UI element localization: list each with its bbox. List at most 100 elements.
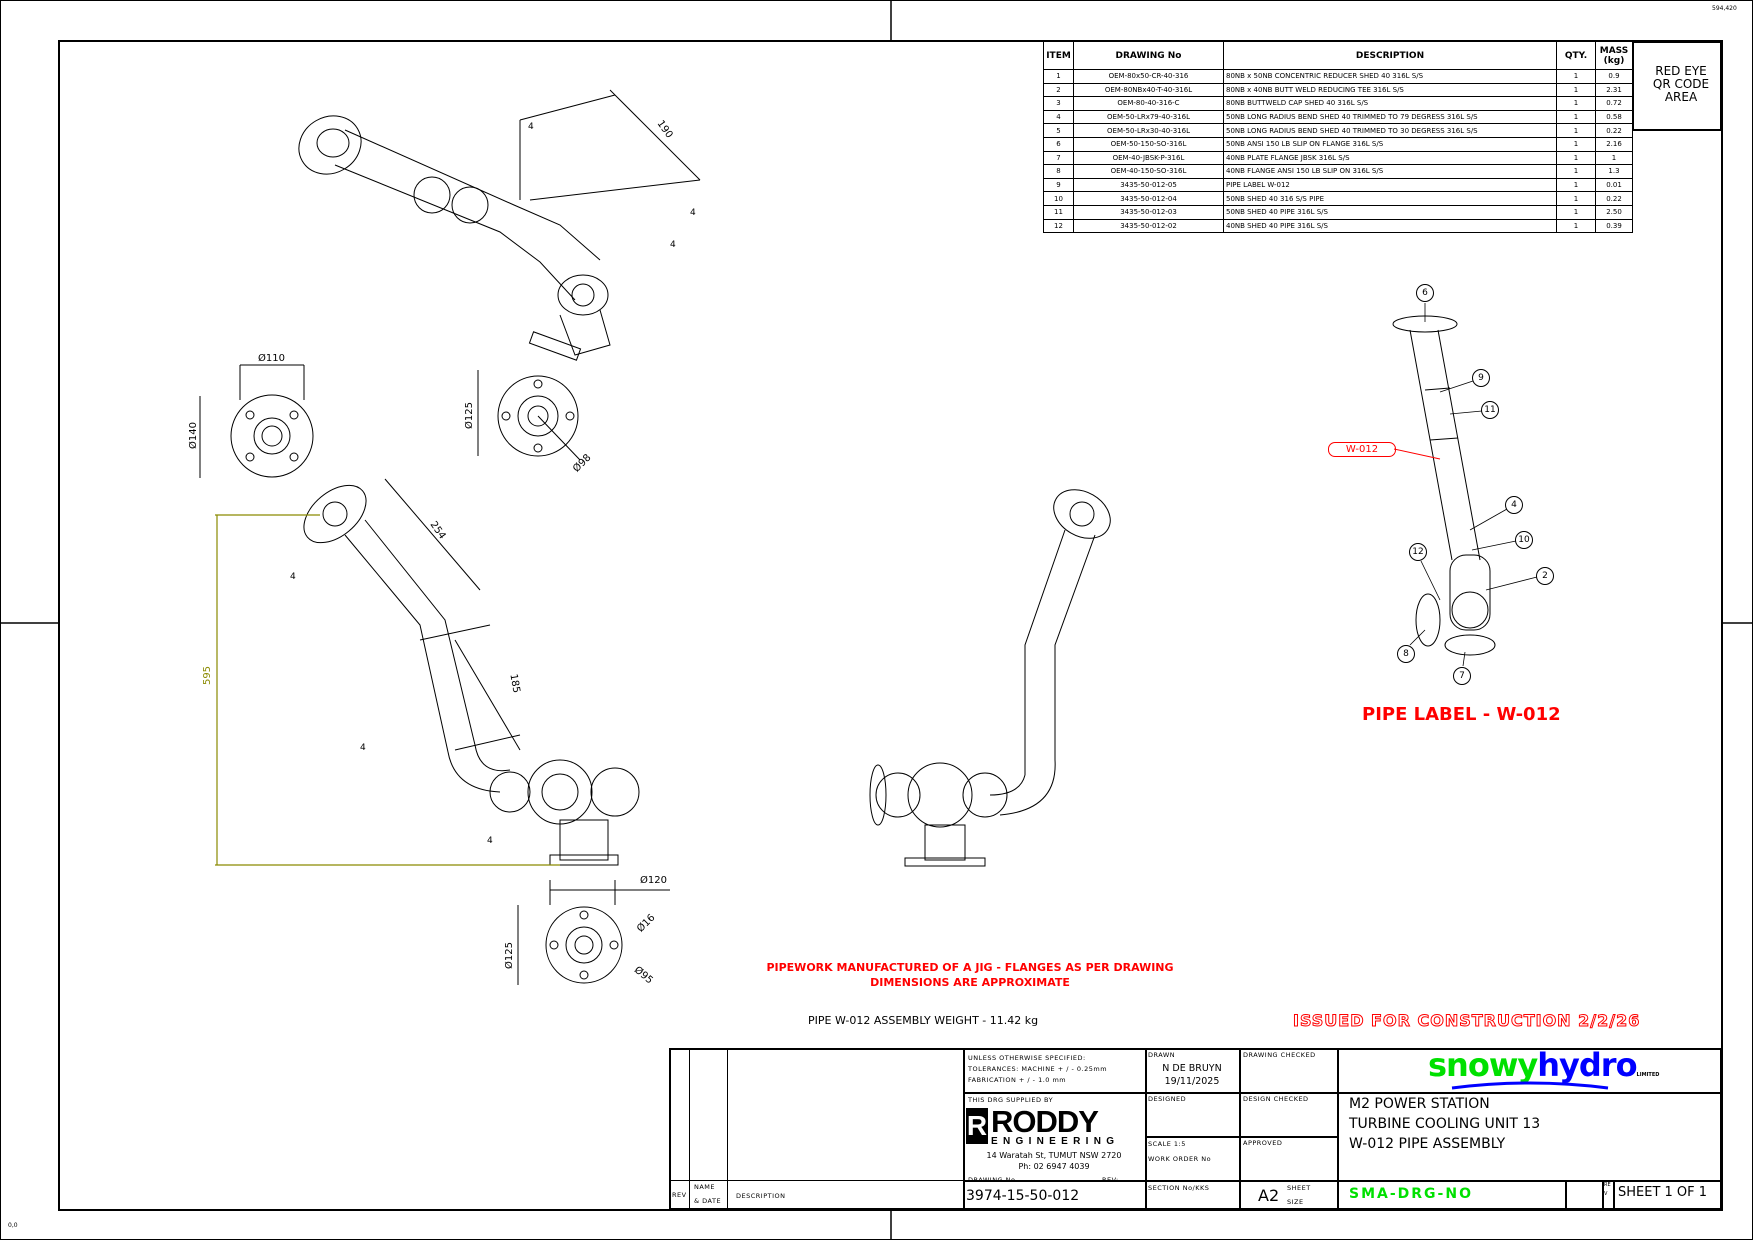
project-line: TURBINE COOLING UNIT 13 [1349,1116,1541,1132]
bom-mass: 1 [1595,150,1633,166]
logo-snowy: snowy [1428,1046,1538,1084]
bom-description: 40NB FLANGE ANSI 150 LB SLIP ON 316L S/S [1223,164,1557,179]
bom-header-qty: QTY. [1556,41,1596,70]
size-label: SIZE [1287,1198,1304,1206]
project-title: M2 POWER STATION TURBINE COOLING UNIT 13… [1349,1094,1540,1154]
drawing-no-label: DRAWING No. [968,1176,1018,1184]
bom-header-drawing: DRAWING No [1073,41,1224,70]
bom-item: 4 [1043,109,1074,125]
company-phone: Ph: 02 6947 4039 [1018,1162,1090,1171]
drawn-date: 19/11/2025 [1164,1076,1220,1087]
bom-item: 5 [1043,123,1074,138]
design-checked-label: DESIGN CHECKED [1243,1095,1309,1103]
jig-note-line-1: PIPEWORK MANUFACTURED OF A JIG - FLANGES… [766,961,1174,974]
roddy-engineering-logo: R RODDY ENGINEERING [966,1104,1120,1147]
drawing-checked-label: DRAWING CHECKED [1243,1051,1316,1059]
name-date-label-1: NAME [694,1183,716,1191]
bom-qty: 1 [1556,123,1596,138]
project-line: M2 POWER STATION [1349,1096,1490,1112]
bill-of-materials: ITEM DRAWING No DESCRIPTION QTY. MASS (k… [1043,41,1633,234]
work-order-label: WORK ORDER No [1148,1155,1212,1163]
bom-drawing-no: OEM-80x50-CR-40-316 [1073,69,1224,84]
bom-description: 50NB SHED 40 316 S/S PIPE [1223,191,1557,206]
bom-qty: 1 [1556,164,1596,179]
bom-qty: 1 [1556,82,1596,98]
bom-qty: 1 [1556,218,1596,234]
bom-item: 12 [1043,218,1074,234]
weld-symbol: 4 [290,572,296,582]
bom-drawing-no: OEM-50-150-SO-316L [1073,136,1224,152]
bom-description: 50NB SHED 40 PIPE 316L S/S [1223,204,1557,220]
jig-note-line-2: DIMENSIONS ARE APPROXIMATE [870,976,1070,989]
bom-drawing-no: 3435-50-012-04 [1073,191,1224,206]
weld-symbol: 4 [528,122,534,132]
bom-drawing-no: OEM-50-LRx79-40-316L [1073,109,1224,125]
bom-mass: 0.58 [1595,109,1633,125]
dim-dia-125-top: Ø125 [463,402,475,429]
bom-description: 50NB ANSI 150 LB SLIP ON FLANGE 316L S/S [1223,136,1557,152]
sheet-label: SHEET [1287,1184,1311,1192]
weld-symbol: 4 [487,836,493,846]
designed-label: DESIGNED [1148,1095,1187,1103]
tolerance-line: UNLESS OTHERWISE SPECIFIED: [968,1054,1086,1062]
bom-drawing-no: OEM-40-JBSK-P-316L [1073,150,1224,166]
dim-dia-140: Ø140 [187,422,199,449]
bom-description: 40NB SHED 40 PIPE 316L S/S [1223,218,1557,234]
bom-item: 6 [1043,136,1074,152]
bom-item: 7 [1043,150,1074,166]
logo-limited: LIMITED [1636,1072,1660,1078]
sheet-corner-coord: 594,420 [1712,5,1737,12]
dimension-595-lines [215,514,560,866]
tolerance-line: FABRICATION + / - 1.0 mm [968,1076,1067,1084]
bom-mass: 2.31 [1595,82,1633,98]
tolerances-note: UNLESS OTHERWISE SPECIFIED: TOLERANCES: … [968,1053,1107,1086]
dim-595: 595 [202,665,214,686]
drawing-number: 3974-15-50-012 [966,1188,1080,1204]
bom-qty: 1 [1556,69,1596,84]
section-kks-label: SECTION No/KKS [1148,1184,1210,1192]
view-front-iso [303,478,640,866]
snowy-hydro-logo: snowyhydroLIMITED [1428,1046,1659,1084]
drawn-label: DRAWN [1148,1051,1176,1059]
view-pipe-label [1392,303,1538,667]
description-column-label: DESCRIPTION [736,1192,786,1200]
balloon-8: 8 [1397,645,1415,663]
bom-description: 40NB PLATE FLANGE JBSK 316L S/S [1223,150,1557,166]
balloon-11: 11 [1481,401,1499,419]
bom-description: 50NB LONG RADIUS BEND SHED 40 TRIMMED TO… [1223,109,1557,125]
logo-swoosh-icon [1451,1081,1609,1090]
supplied-by-label: THIS DRG SUPPLIED BY [968,1096,1054,1104]
project-line: W-012 PIPE ASSEMBLY [1349,1136,1506,1152]
bom-mass: 0.22 [1595,123,1633,138]
bom-qty: 1 [1556,204,1596,220]
bom-description: PIPE LABEL W-012 [1223,177,1557,193]
bom-header-mass: MASS (kg) [1595,41,1633,70]
bom-mass: 0.22 [1595,191,1633,206]
bom-description: 80NB BUTTWELD CAP SHED 40 316L S/S [1223,96,1557,111]
dim-dia-120: Ø120 [640,875,667,886]
tolerance-line: TOLERANCES: MACHINE + / - 0.25mm [968,1065,1108,1073]
bom-qty: 1 [1556,96,1596,111]
bom-mass: 2.50 [1595,204,1633,220]
qr-code-area: RED EYE QR CODE AREA [1632,41,1722,131]
bom-drawing-no: 3435-50-012-03 [1073,204,1224,220]
bom-drawing-no: OEM-80-40-316-C [1073,96,1224,111]
bom-qty: 1 [1556,109,1596,125]
bom-drawing-no: 3435-50-012-02 [1073,218,1224,234]
name-date-label-2: & DATE [694,1197,722,1205]
bom-mass: 1.3 [1595,164,1633,179]
bom-qty: 1 [1556,191,1596,206]
balloon-10: 10 [1515,531,1533,549]
bom-item: 9 [1043,177,1074,193]
sheet-count: SHEET 1 OF 1 [1618,1185,1708,1200]
bom-header-description: DESCRIPTION [1223,41,1557,70]
bom-description: 80NB x 40NB BUTT WELD REDUCING TEE 316L … [1223,82,1557,98]
logo-hydro: hydro [1537,1046,1637,1084]
